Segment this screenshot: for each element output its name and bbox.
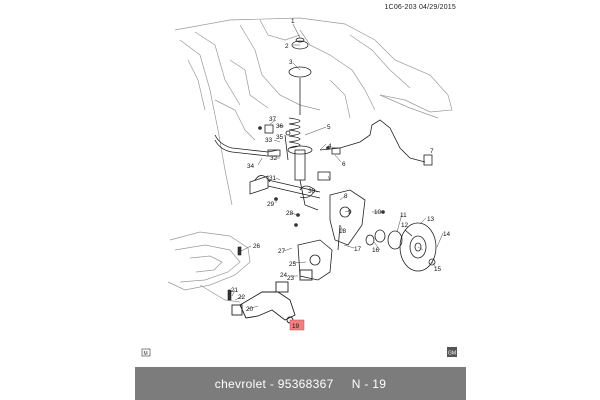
callout-15: 15 bbox=[434, 266, 442, 273]
callout-24: 24 bbox=[280, 272, 288, 279]
callout-35: 35 bbox=[276, 134, 284, 141]
footer-make: chevrolet bbox=[214, 376, 267, 391]
callout-7: 7 bbox=[430, 148, 434, 155]
callout-8: 8 bbox=[344, 193, 348, 200]
callout-26: 26 bbox=[253, 243, 261, 250]
footer-part-number: 95368367 bbox=[277, 376, 334, 391]
left-badge-text: M bbox=[144, 351, 148, 357]
body-structure-lines bbox=[167, 17, 453, 303]
callout-25: 25 bbox=[289, 261, 297, 268]
callout-32: 32 bbox=[270, 155, 278, 162]
callout-34: 34 bbox=[247, 163, 255, 170]
wheel-speed-sensor bbox=[319, 119, 433, 166]
callout-20: 20 bbox=[246, 306, 254, 313]
callout-11: 11 bbox=[400, 212, 407, 219]
callout-16: 16 bbox=[372, 247, 380, 254]
callout-10: 10 bbox=[374, 209, 382, 216]
callout-19-highlight bbox=[289, 319, 305, 331]
leader-lines bbox=[231, 23, 444, 324]
callout-29: 29 bbox=[267, 201, 275, 208]
callout-30: 30 bbox=[308, 188, 316, 195]
steering-knuckle bbox=[317, 171, 366, 251]
callout-labels: 1 2 3 4 5 6 7 8 9 10 11 12 13 14 15 16 1… bbox=[231, 18, 451, 331]
callout-37: 37 bbox=[269, 116, 277, 123]
callout-21: 21 bbox=[231, 287, 239, 294]
callout-5: 5 bbox=[327, 124, 331, 131]
hub-and-rotor bbox=[365, 222, 437, 272]
footer-separator: - bbox=[269, 376, 275, 391]
corner-badges: M GM bbox=[141, 347, 457, 357]
callout-28: 28 bbox=[286, 210, 294, 217]
callout-3: 3 bbox=[289, 59, 293, 66]
footer-ref-label: N - 19 bbox=[351, 376, 387, 391]
callout-31: 31 bbox=[269, 175, 277, 182]
callout-23: 23 bbox=[287, 275, 295, 282]
diagram-code: 1C06-203 04/29/2015 bbox=[384, 4, 456, 11]
callout-33: 33 bbox=[265, 137, 273, 144]
callout-22: 22 bbox=[238, 294, 246, 301]
callout-19: 19 bbox=[292, 323, 300, 330]
callout-12: 12 bbox=[401, 222, 409, 229]
left-badge-box bbox=[141, 348, 151, 357]
right-badge-text: GM bbox=[448, 351, 456, 357]
fasteners bbox=[227, 126, 385, 301]
callout-2: 2 bbox=[285, 43, 289, 50]
callout-36: 36 bbox=[276, 123, 284, 130]
callout-14: 14 bbox=[443, 231, 451, 238]
drive-shaft bbox=[249, 175, 321, 199]
callout-4: 4 bbox=[328, 143, 332, 150]
exploded-view-drawing: 1 2 3 4 5 6 7 8 9 10 11 12 13 14 15 16 1… bbox=[141, 17, 457, 357]
right-badge-box bbox=[447, 347, 457, 357]
footer-bar: chevrolet - 95368367 N - 19 bbox=[135, 367, 466, 400]
callout-17: 17 bbox=[354, 246, 362, 253]
brake-shield bbox=[297, 239, 333, 281]
callout-1: 1 bbox=[291, 18, 295, 25]
callout-18: 18 bbox=[339, 228, 347, 235]
callout-9: 9 bbox=[348, 209, 352, 216]
callout-27: 27 bbox=[278, 248, 286, 255]
callout-6: 6 bbox=[342, 161, 346, 168]
stabilizer-bar bbox=[214, 124, 291, 161]
callout-13: 13 bbox=[427, 216, 435, 223]
